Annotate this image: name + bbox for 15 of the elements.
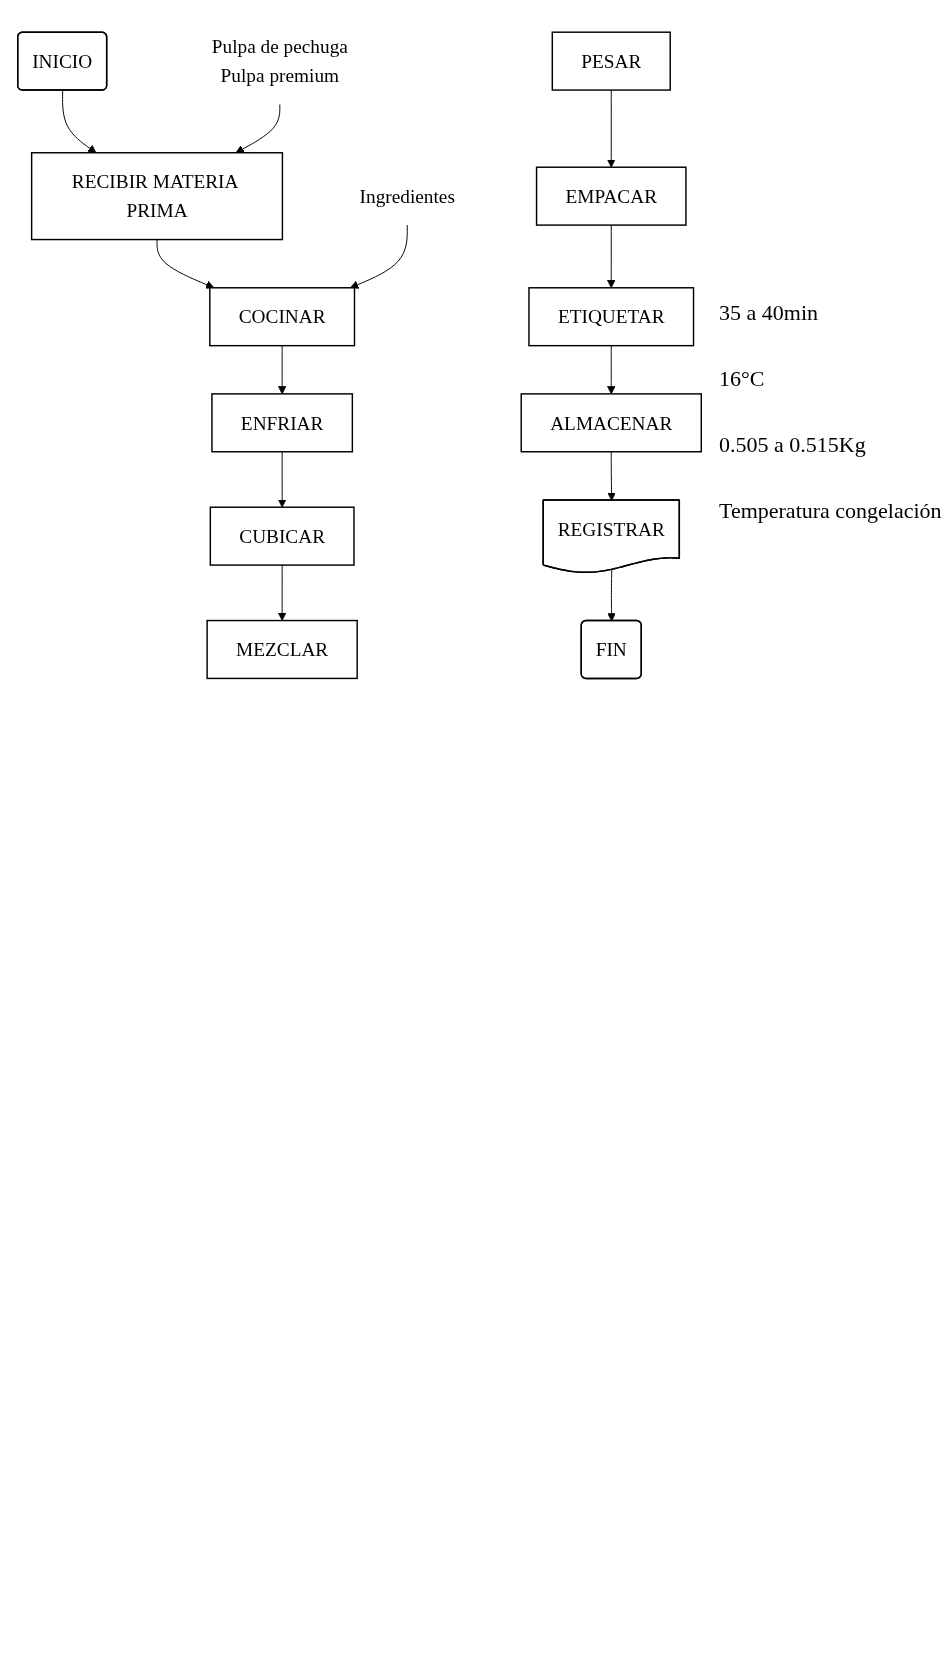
node-box: PESAR (551, 31, 671, 91)
node-box: ETIQUETAR (528, 287, 695, 347)
note-text: Temperatura congelación (719, 498, 943, 524)
node-box: MEZCLAR (206, 619, 358, 680)
node-box: ENFRIAR (211, 393, 354, 453)
node-box: ALMACENAR (520, 393, 702, 453)
note-text: 16°C (719, 366, 766, 392)
node-box: EMPACAR (535, 166, 687, 226)
note-text: 35 a 40min (719, 300, 819, 326)
node-text: Pulpa de pechuga Pulpa premium (211, 36, 348, 87)
node-box: COCINAR (209, 287, 356, 347)
node-text: Ingredientes (359, 185, 455, 207)
node-box: RECIBIR MATERIA PRIMA (30, 152, 284, 241)
note-text: 0.505 a 0.515Kg (719, 432, 867, 458)
node-box: CUBICAR (209, 506, 355, 566)
